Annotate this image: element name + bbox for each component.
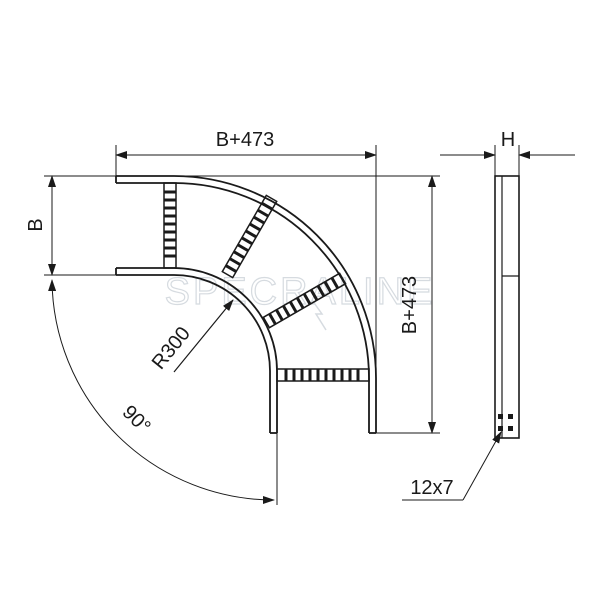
- outer-side-rail: [116, 175, 377, 433]
- side-label: B: [25, 218, 47, 231]
- watermark-bolt-icon: [311, 299, 327, 331]
- depth-dimension: [440, 145, 575, 176]
- radius-dimension: [173, 299, 234, 373]
- height-label: B+473: [399, 276, 421, 334]
- height-dimension: [180, 175, 440, 434]
- mounting-holes: [498, 414, 513, 431]
- ladder-rung-1: [163, 182, 177, 269]
- radius-label: R300: [148, 323, 195, 374]
- angle-dimension: [48, 279, 278, 505]
- angle-label: 90°: [118, 401, 155, 438]
- watermark-logo: SPECRALINE: [165, 271, 436, 313]
- width-label: B+473: [216, 129, 274, 151]
- side-dimension: [44, 175, 116, 276]
- hole-callout: [402, 431, 502, 501]
- width-dimension: [115, 145, 377, 433]
- hole-label: 12x7: [410, 477, 453, 499]
- ladder-rung-2: [221, 194, 278, 279]
- depth-label: H: [501, 129, 515, 151]
- ladder-rung-4: [276, 368, 370, 382]
- tray-side-view: [494, 175, 520, 439]
